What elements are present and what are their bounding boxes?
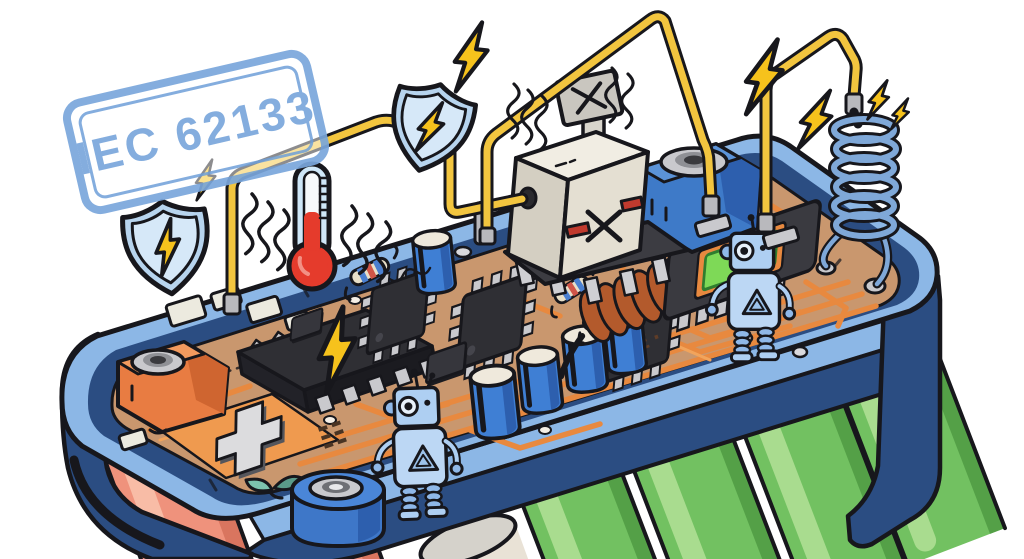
wire-ferrule [478,226,497,246]
capacitor-icon [469,364,520,441]
vibration-tester [503,68,690,305]
orange-terminal [116,340,230,435]
pcb-trace [803,279,849,329]
lightning-bolt-icon [452,20,491,94]
case-side-band [244,334,942,559]
tester-box [506,130,650,280]
wire-ferrule [756,212,776,234]
probe-clamp [761,225,801,250]
shield-icon [380,75,479,180]
lightning-bolt-icon [887,94,914,134]
wire-ferrule [701,194,721,218]
wire-middle [478,10,733,246]
case-right-pillar [845,273,943,549]
wire-ferrule [222,292,242,316]
standoff [290,469,386,548]
blue-terminal [638,142,762,254]
capacitor-icon [517,345,564,415]
coil-spring-icon [818,107,902,289]
probe-clamp [693,213,733,238]
capacitor-icon [412,229,456,295]
plus-marking [158,392,340,480]
silkscreen-marks [318,420,347,449]
shield-icon [120,197,213,298]
thermometer-icon [286,161,338,292]
iec-stamp: IEC 62133 [62,49,330,215]
